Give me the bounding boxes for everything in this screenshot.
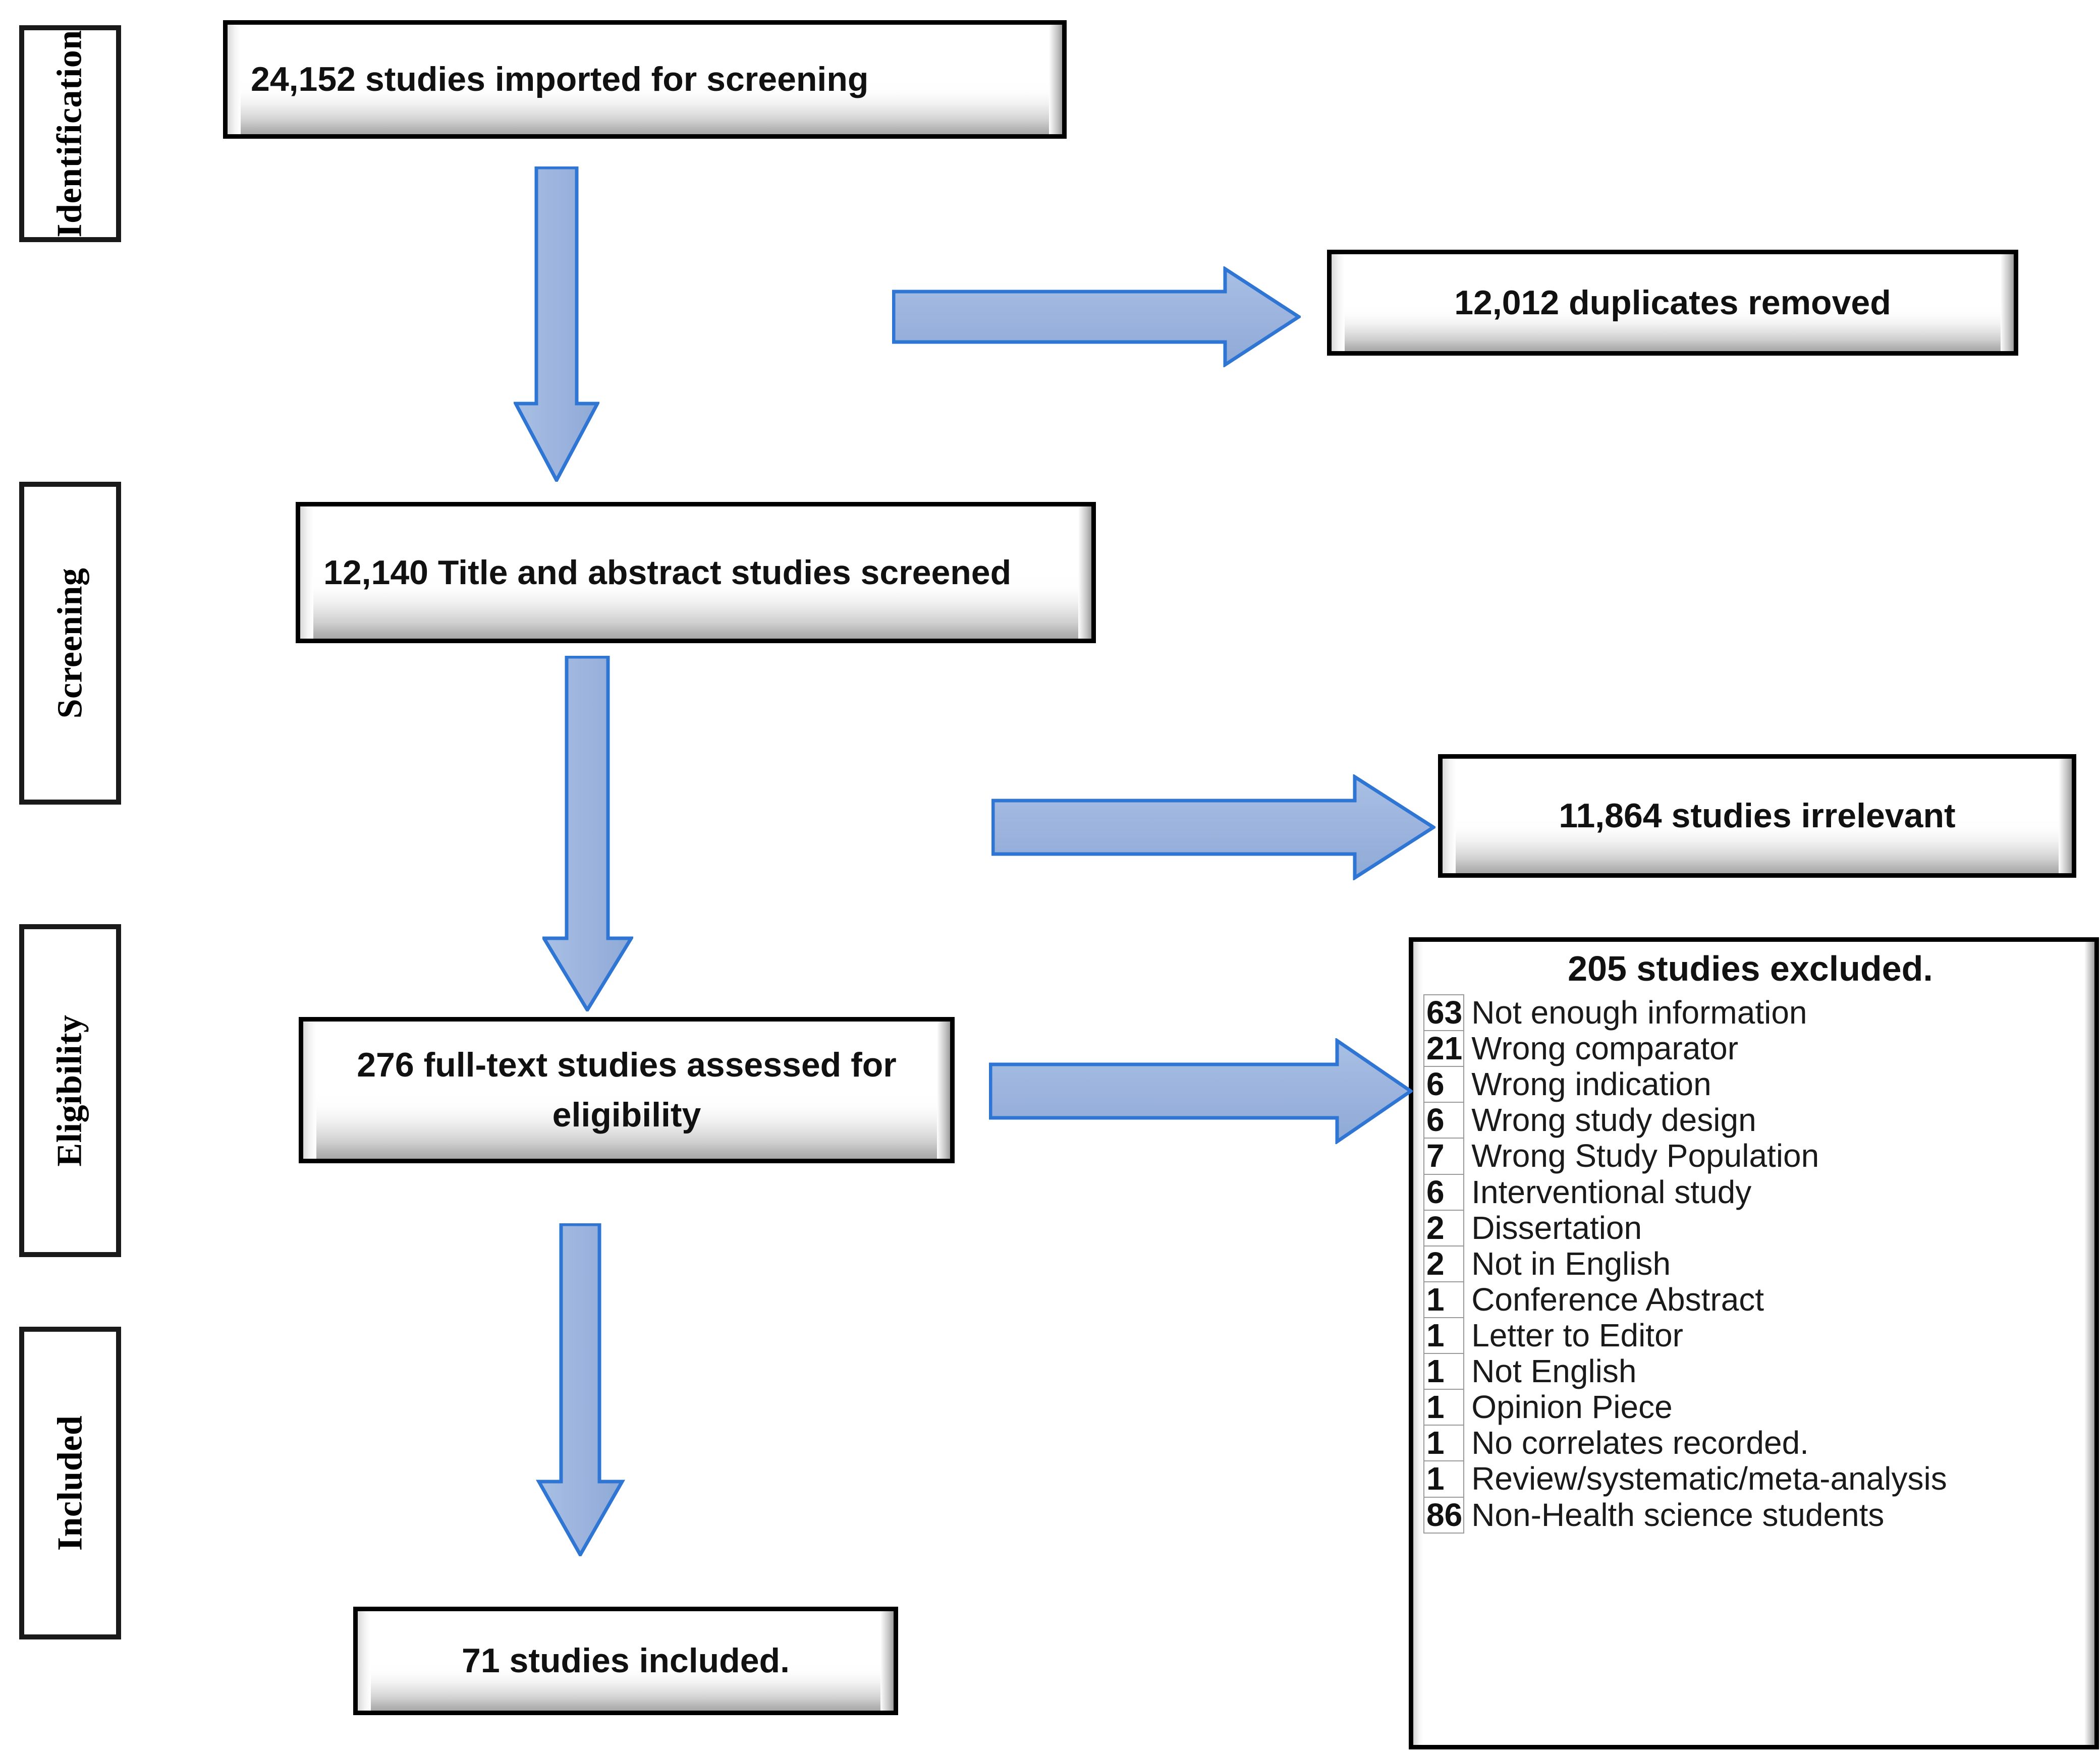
exclusion-row: 1 Review/systematic/meta-analysis: [1423, 1460, 2085, 1498]
exclusion-row: 21 Wrong comparator: [1423, 1030, 2085, 1067]
exclusion-reason: Wrong comparator: [1471, 1030, 1738, 1067]
stage-label-included: Included: [50, 1415, 89, 1551]
stage-label-screening: Screening: [50, 568, 90, 719]
exclusion-reason-list: 63 Not enough information 21 Wrong compa…: [1423, 994, 2085, 1534]
exclusion-count: 7: [1423, 1138, 1465, 1175]
exclusion-count: 1: [1423, 1281, 1465, 1318]
box-fulltext-assessed-text: 276 full-text studies assessed for eligi…: [357, 1046, 897, 1134]
exclusion-row: 7 Wrong Study Population: [1423, 1138, 2085, 1175]
exclusion-reason: Not English: [1471, 1353, 1637, 1390]
exclusion-reason: Not in English: [1471, 1245, 1671, 1282]
box-studies-irrelevant-text: 11,864 studies irrelevant: [1559, 797, 1956, 835]
exclusion-count: 2: [1423, 1209, 1465, 1247]
exclusion-count: 6: [1423, 1173, 1465, 1211]
exclusion-reason: Review/systematic/meta-analysis: [1471, 1460, 1947, 1497]
arrow-right-screened-to-irrelevant: [991, 774, 1435, 880]
box-studies-included-text: 71 studies included.: [462, 1641, 790, 1680]
exclusion-row: 2 Not in English: [1423, 1245, 2085, 1282]
exclusion-reason: No correlates recorded.: [1471, 1425, 1809, 1461]
box-duplicates-removed-text: 12,012 duplicates removed: [1454, 283, 1891, 322]
exclusion-reason: Opinion Piece: [1471, 1389, 1673, 1426]
stage-label-eligibility: Eligibility: [50, 1014, 89, 1167]
stage-label-identification: Identification: [50, 30, 90, 238]
exclusion-row: 2 Dissertation: [1423, 1209, 2085, 1247]
exclusion-reason: Conference Abstract: [1471, 1281, 1764, 1318]
exclusion-count: 6: [1423, 1102, 1465, 1139]
exclusion-count: 21: [1423, 1030, 1465, 1067]
box-studies-included: 71 studies included.: [353, 1607, 898, 1715]
exclusion-reason: Wrong Study Population: [1471, 1138, 1819, 1174]
exclusion-row: 1 No correlates recorded.: [1423, 1425, 2085, 1462]
box-title-abstract-screened-text: 12,140 Title and abstract studies screen…: [323, 553, 1012, 592]
exclusion-count: 1: [1423, 1389, 1465, 1426]
exclusion-reason: Not enough information: [1471, 994, 1807, 1031]
exclusion-row: 1 Letter to Editor: [1423, 1317, 2085, 1354]
exclusion-reason: Letter to Editor: [1471, 1317, 1683, 1353]
exclusion-count: 86: [1423, 1496, 1465, 1534]
stage-box-screening: Screening: [19, 482, 121, 805]
exclusion-reason: Interventional study: [1471, 1173, 1752, 1210]
exclusion-row: 6 Wrong indication: [1423, 1066, 2085, 1103]
exclusion-title: 205 studies excluded.: [1568, 949, 1933, 988]
box-studies-excluded: 205 studies excluded. 63 Not enough info…: [1409, 937, 2099, 1749]
exclusion-row: 63 Not enough information: [1423, 994, 2085, 1032]
exclusion-count: 1: [1423, 1460, 1465, 1498]
box-title-abstract-screened: 12,140 Title and abstract studies screen…: [296, 502, 1096, 643]
exclusion-count: 63: [1423, 994, 1465, 1032]
exclusion-row: 1 Conference Abstract: [1423, 1281, 2085, 1318]
arrow-down-screened-to-fulltext: [542, 656, 633, 1011]
exclusion-row: 86 Non-Health science students: [1423, 1496, 2085, 1534]
exclusion-count: 1: [1423, 1353, 1465, 1390]
arrow-right-imported-to-duplicates: [892, 266, 1301, 367]
box-studies-imported: 24,152 studies imported for screening: [223, 20, 1067, 139]
exclusion-count: 6: [1423, 1066, 1465, 1103]
stage-box-eligibility: Eligibility: [19, 924, 121, 1257]
stage-box-identification: Identification: [19, 25, 121, 242]
exclusion-reason: Wrong study design: [1471, 1102, 1756, 1139]
exclusion-row: 1 Opinion Piece: [1423, 1389, 2085, 1426]
exclusion-reason: Wrong indication: [1471, 1066, 1711, 1103]
arrow-right-fulltext-to-excluded: [989, 1038, 1413, 1144]
stage-box-included: Included: [19, 1327, 121, 1639]
exclusion-row: 6 Wrong study design: [1423, 1102, 2085, 1139]
exclusion-row: 1 Not English: [1423, 1353, 2085, 1390]
arrow-down-imported-to-screened: [514, 166, 599, 482]
exclusion-row: 6 Interventional study: [1423, 1173, 2085, 1211]
box-studies-irrelevant: 11,864 studies irrelevant: [1438, 754, 2076, 878]
exclusion-reason: Dissertation: [1471, 1209, 1642, 1246]
arrow-down-fulltext-to-included: [525, 1223, 651, 1556]
box-duplicates-removed: 12,012 duplicates removed: [1327, 250, 2018, 356]
exclusion-count: 2: [1423, 1245, 1465, 1282]
exclusion-count: 1: [1423, 1317, 1465, 1354]
exclusion-count: 1: [1423, 1425, 1465, 1462]
exclusion-reason: Non-Health science students: [1471, 1496, 1885, 1533]
box-fulltext-assessed: 276 full-text studies assessed for eligi…: [299, 1017, 955, 1163]
box-studies-imported-text: 24,152 studies imported for screening: [251, 60, 869, 99]
